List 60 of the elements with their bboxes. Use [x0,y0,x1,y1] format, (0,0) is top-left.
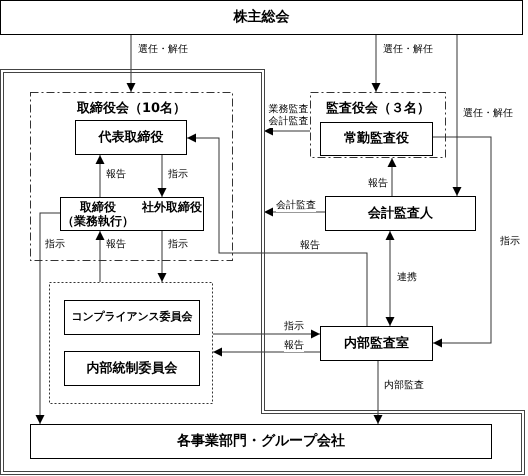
arrow [386,230,394,326]
edge-label: 指示 [168,169,188,181]
process-box [320,326,433,361]
arrow [96,230,104,282]
box-label: 各事業部門・グループ会社 [177,432,345,451]
edge-label: 会計監査 [276,200,316,212]
edge-label: 指示 [45,239,65,251]
group-title: 監査役会（３名） [326,100,430,118]
box-label: 会計監査人 [368,204,433,223]
box-label: 取締役 [80,200,116,214]
arrow [96,154,104,198]
arrow [372,34,380,92]
box-label: 社外取締役 [142,200,202,214]
process-box [320,122,433,156]
edge-label: 報告 [284,340,304,352]
edge-label: 連携 [397,272,417,284]
process-box [325,196,476,231]
arrow [388,158,396,196]
edge-label: 報告 [106,169,126,181]
arrow [212,330,320,338]
arrow [264,126,310,136]
arrow [158,154,166,198]
dashed-group-box [30,92,233,261]
arrow [374,360,382,424]
arrow [452,34,462,196]
edge-label: 報告 [368,178,388,190]
arrow [212,348,320,356]
process-box [64,300,200,335]
double-line-frame [0,69,525,475]
dashed-group-box [310,92,446,158]
box-label: （業務執行） [62,214,134,228]
arrow [36,212,60,424]
process-box [64,351,200,386]
arrow [432,136,492,348]
box-label: 内部統制委員会 [86,360,178,378]
process-box [30,424,492,459]
box-label: コンプライアンス委員会 [72,309,192,326]
edge-label: 報告 [106,239,126,251]
edge-label: 選任・解任 [383,44,433,56]
process-box [0,0,523,35]
process-box [60,197,204,231]
box-label: 内部監査室 [344,334,409,353]
process-box [75,120,187,155]
dotted-group-box [49,282,213,404]
box-label: 株主総会 [234,8,290,27]
edge-label: 指示 [284,321,304,333]
arrow [186,134,368,326]
edge-label: 指示 [500,236,520,248]
edge-label: 業務監査会計監査 [268,104,309,128]
group-title: 取締役会（10名） [76,100,186,118]
edge-label: 内部監査 [384,380,424,392]
arrow [264,208,326,216]
edge-label: 指示 [168,239,188,251]
arrow [126,34,136,92]
box-label: 代表取締役 [98,128,164,147]
edge-label: 選任・解任 [463,108,513,120]
box-label: 常勤監査役 [344,130,409,148]
edge-label: 選任・解任 [138,44,188,56]
arrow [158,230,166,282]
edge-label: 報告 [300,240,320,252]
